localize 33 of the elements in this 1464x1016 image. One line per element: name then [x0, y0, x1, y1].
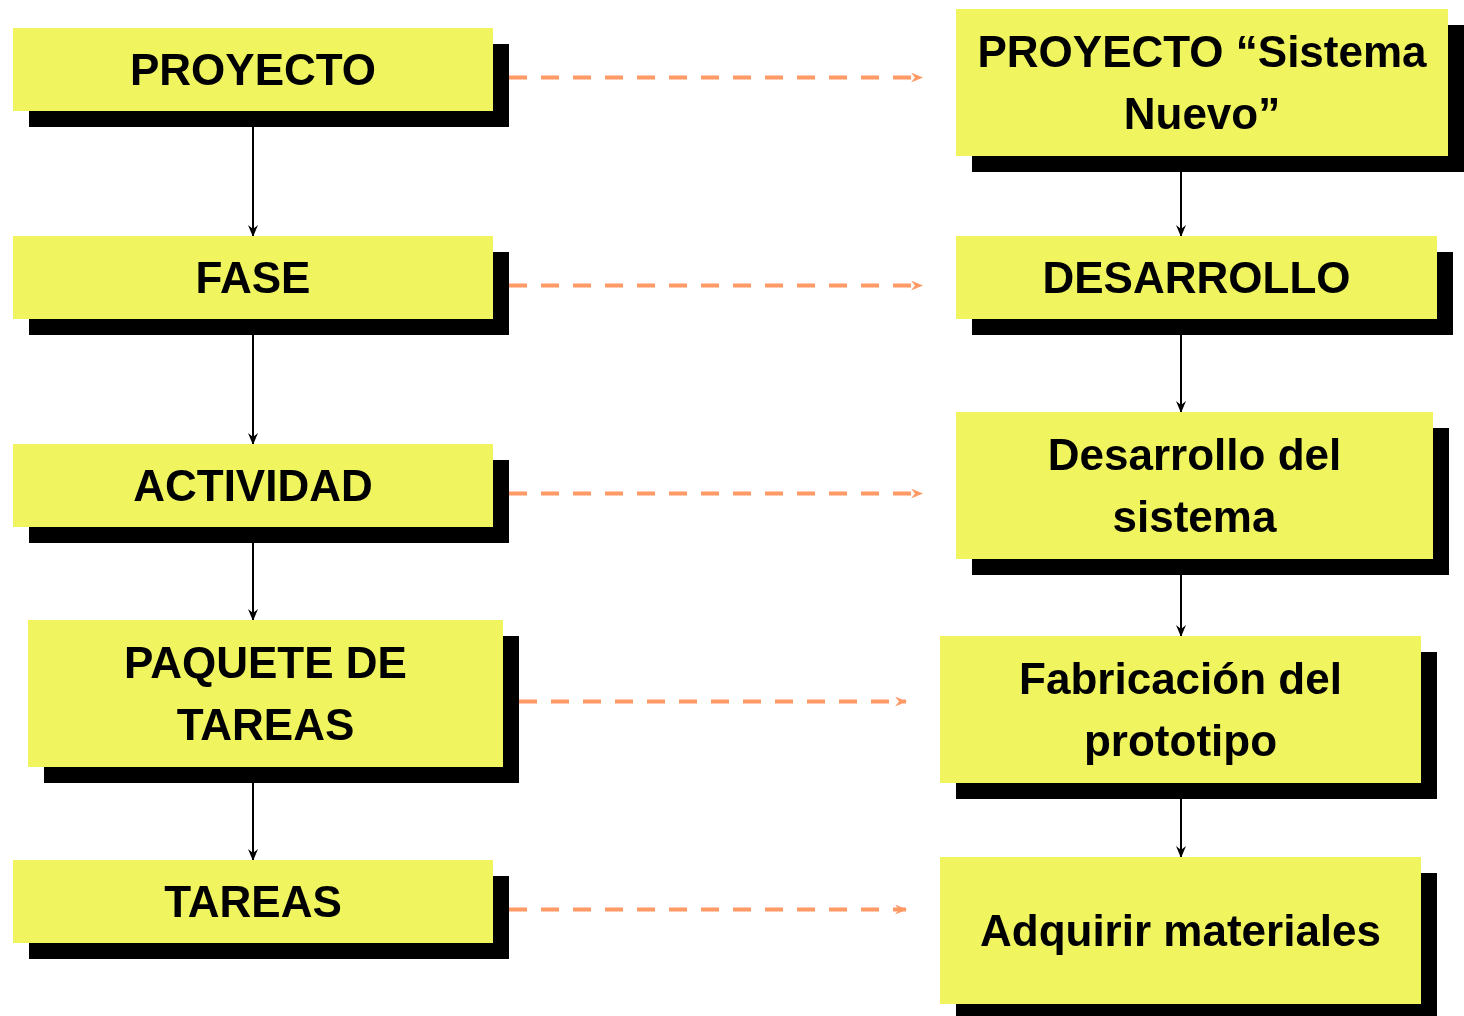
arrow — [248, 126, 258, 237]
dashed-arrow — [509, 72, 923, 83]
arrow — [1176, 574, 1186, 637]
box-label: Adquirir materiales — [980, 904, 1381, 957]
dashed-arrow — [509, 280, 923, 291]
box-label: ACTIVIDAD — [133, 459, 373, 512]
dashed-arrow — [509, 904, 907, 915]
box-label: PROYECTO — [129, 43, 377, 96]
arrow — [248, 334, 258, 445]
box-label: Desarrollo del sistema — [1046, 428, 1343, 543]
dashed-arrow — [519, 696, 907, 707]
process-box — [956, 9, 1448, 156]
process-box — [956, 412, 1433, 559]
process-box — [940, 857, 1421, 1004]
box-label: FASE — [195, 251, 311, 304]
arrow — [248, 542, 258, 621]
arrow — [1176, 798, 1186, 858]
process-box — [13, 860, 493, 943]
box-label: PAQUETE DE TAREAS — [123, 636, 408, 751]
box-label: DESARROLLO — [1042, 251, 1351, 304]
dashed-arrow — [509, 488, 923, 499]
process-box — [13, 28, 493, 111]
arrow — [1176, 171, 1186, 237]
process-box — [940, 636, 1421, 783]
box-label: TAREAS — [164, 875, 342, 928]
process-box — [956, 236, 1437, 319]
arrow — [1176, 334, 1186, 413]
box-label: Fabricación del prototipo — [1018, 652, 1343, 767]
arrow — [248, 782, 258, 861]
process-box — [28, 620, 503, 767]
box-label: PROYECTO “Sistema Nuevo” — [976, 25, 1428, 140]
process-box — [13, 444, 493, 527]
process-box — [13, 236, 493, 319]
